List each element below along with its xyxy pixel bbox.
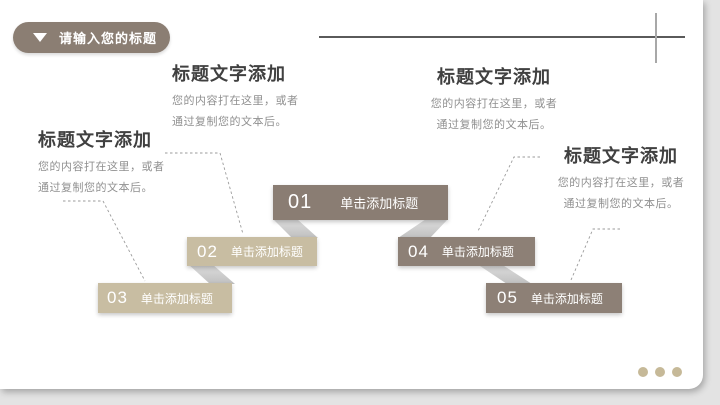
text-block-4-line2: 通过复制您的文本后。	[563, 197, 679, 210]
vertical-line-decor	[655, 13, 657, 63]
text-block-4-line1: 您的内容打在这里，或者	[557, 176, 685, 189]
text-block-2-line1: 您的内容打在这里，或者	[172, 94, 299, 107]
text-block-3[interactable]: 标题文字添加 您的内容打在这里，或者 通过复制您的文本后。	[414, 66, 574, 136]
step-01-number: 01	[288, 191, 313, 213]
text-block-2-desc: 您的内容打在这里，或者 通过复制您的文本后。	[172, 91, 299, 133]
text-block-4-desc: 您的内容打在这里，或者 通过复制您的文本后。	[541, 173, 701, 215]
text-block-1[interactable]: 标题文字添加 您的内容打在这里，或者 通过复制您的文本后。	[38, 129, 165, 199]
step-bar-04[interactable]: 04 单击添加标题	[398, 237, 535, 266]
decor-dots	[638, 367, 682, 377]
text-block-3-line2: 通过复制您的文本后。	[436, 118, 552, 131]
text-block-1-line2: 通过复制您的文本后。	[38, 181, 153, 194]
horizontal-line-decor	[319, 36, 685, 38]
text-block-4[interactable]: 标题文字添加 您的内容打在这里，或者 通过复制您的文本后。	[541, 145, 701, 215]
text-block-3-title: 标题文字添加	[437, 67, 551, 87]
text-block-2-title: 标题文字添加	[172, 64, 286, 84]
step-05-number: 05	[497, 288, 518, 307]
step-bar-02[interactable]: 02 单击添加标题	[187, 237, 317, 266]
text-block-2-line2: 通过复制您的文本后。	[172, 115, 287, 128]
step-02-label: 单击添加标题	[230, 245, 303, 259]
step-bar-03[interactable]: 03 单击添加标题	[98, 283, 232, 313]
step-bar-01[interactable]: 01 单击添加标题	[273, 185, 448, 220]
step-04-number: 04	[408, 241, 429, 261]
step-03-number: 03	[107, 288, 128, 307]
step-05-label: 单击添加标题	[530, 291, 603, 306]
text-block-1-title: 标题文字添加	[38, 130, 152, 150]
step-01-label: 单击添加标题	[340, 196, 419, 211]
banner-label: 请输入您的标题	[59, 31, 158, 46]
step-bar-05[interactable]: 05 单击添加标题	[486, 283, 622, 313]
triangle-down-icon	[33, 33, 47, 42]
text-block-2[interactable]: 标题文字添加 您的内容打在这里，或者 通过复制您的文本后。	[172, 63, 299, 133]
text-block-1-line1: 您的内容打在这里，或者	[38, 160, 165, 173]
text-block-3-desc: 您的内容打在这里，或者 通过复制您的文本后。	[414, 94, 574, 136]
title-banner[interactable]: 请输入您的标题	[13, 22, 170, 53]
text-block-3-line1: 您的内容打在这里，或者	[430, 97, 558, 110]
text-block-1-desc: 您的内容打在这里，或者 通过复制您的文本后。	[38, 157, 165, 199]
dot-icon	[638, 367, 648, 377]
step-04-label: 单击添加标题	[441, 245, 514, 259]
step-03-label: 单击添加标题	[140, 291, 213, 306]
step-02-number: 02	[197, 241, 218, 261]
dot-icon	[655, 367, 665, 377]
dot-icon	[672, 367, 682, 377]
text-block-4-title: 标题文字添加	[564, 146, 678, 166]
